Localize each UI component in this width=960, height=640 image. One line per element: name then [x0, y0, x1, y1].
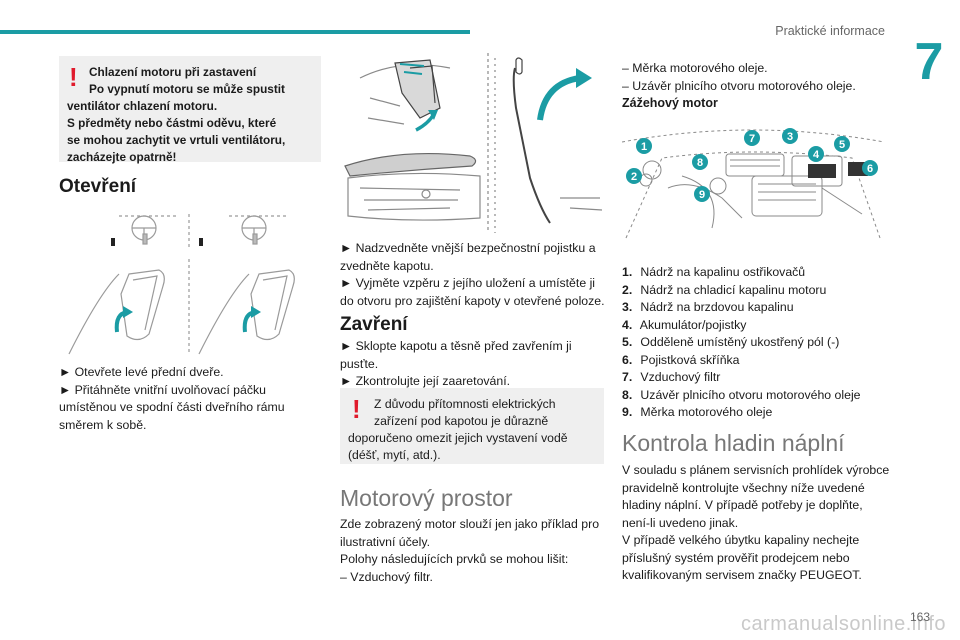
section-title: Praktické informace [775, 24, 885, 38]
svg-text:8: 8 [697, 157, 703, 169]
open-instructions: ► Otevřete levé přední dveře. ► Přitáhně… [59, 365, 285, 432]
svg-text:4: 4 [813, 149, 820, 161]
hood-latch-illustration [344, 53, 603, 233]
fluid-levels-text: V souladu s plánem servisních prohlídek … [622, 463, 890, 582]
door-lever-illustration [68, 214, 295, 355]
engine-intro-continued: – Měrka motorového oleje. – Uzávěr plnic… [622, 61, 856, 93]
heading-close: Zavření [340, 314, 408, 335]
list-item: 3. Nádrž na brzdovou kapalinu [622, 300, 794, 314]
heading-petrol-engine: Zážehový motor [622, 96, 718, 110]
svg-text:2: 2 [631, 171, 637, 183]
svg-text:6: 6 [867, 163, 873, 175]
chapter-number: 7 [914, 33, 944, 91]
electrical-warning-text: Z důvodu přítomnosti elektrických zaříze… [348, 397, 568, 462]
heading-fluid-levels: Kontrola hladin náplní [622, 430, 845, 456]
callouts: 1 2 3 4 5 6 7 8 9 [626, 128, 878, 202]
list-item: 7. Vzduchový filtr [622, 370, 721, 384]
svg-text:3: 3 [787, 131, 793, 143]
list-item: 5. Odděleně umístěný ukostřený pól (-) [622, 335, 840, 349]
top-accent-bar [0, 30, 470, 34]
svg-text:5: 5 [839, 139, 845, 151]
warning-icon: ! [69, 62, 78, 92]
watermark: carmanualsonline.info [740, 613, 946, 635]
svg-text:9: 9 [699, 189, 705, 201]
list-item: 8. Uzávěr plnicího otvoru motorového ole… [622, 387, 861, 402]
engine-components-list: 1. Nádrž na kapalinu ostřikovačů 2. Nádr… [622, 264, 861, 422]
svg-text:7: 7 [749, 133, 755, 145]
list-item: 9. Měrka motorového oleje [622, 405, 773, 419]
warning-icon: ! [352, 394, 361, 424]
engine-intro: Zde zobrazený motor slouží jen jako přík… [340, 517, 600, 584]
close-instructions: ► Sklopte kapotu a těsně před zavřením j… [340, 339, 572, 388]
cooling-warning-text: Chlazení motoru při zastavení Po vypnutí… [67, 65, 286, 164]
list-item: 6. Pojistková skříňka [622, 352, 740, 367]
heading-engine-compartment: Motorový prostor [340, 485, 513, 511]
page-number: 163 [909, 610, 930, 624]
svg-text:1: 1 [641, 141, 647, 153]
list-item: 4. Akumulátor/pojistky [622, 317, 747, 332]
engine-bay-diagram: 1 2 3 4 5 6 7 8 9 [622, 128, 884, 239]
electrical-warning-box: ! Z důvodu přítomnosti elektrických zaří… [340, 388, 604, 464]
lift-instructions: ► Nadzvedněte vnější bezpečnostní pojist… [340, 241, 605, 308]
heading-open: Otevření [59, 176, 137, 197]
cooling-warning-box: ! Chlazení motoru při zastavení Po vypnu… [59, 56, 321, 164]
list-item: 2. Nádrž na chladicí kapalinu motoru [622, 282, 827, 297]
list-item: 1. Nádrž na kapalinu ostřikovačů [622, 265, 806, 279]
